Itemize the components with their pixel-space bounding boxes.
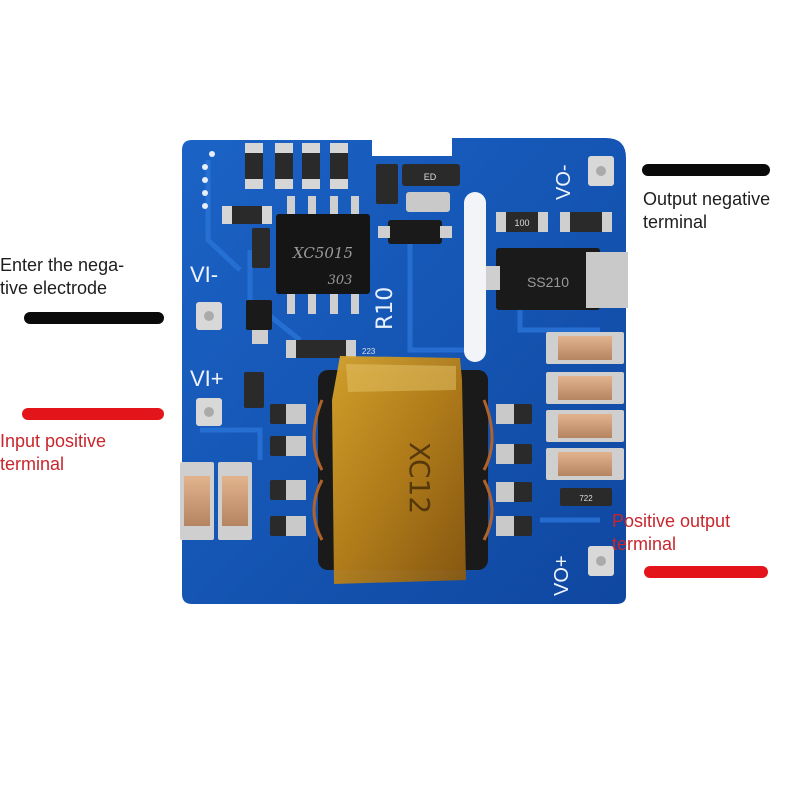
resistor-722-marking: 722 <box>579 494 593 503</box>
left-small-caps <box>244 372 306 536</box>
silkscreen-vi-minus: VI- <box>190 262 218 287</box>
output-negative-label: Output negative terminal <box>643 189 771 232</box>
silkscreen-vo-plus: VO+ <box>551 555 573 596</box>
vias <box>202 151 215 209</box>
input-negative-wire <box>24 312 164 324</box>
resistor-223 <box>286 340 356 358</box>
negative-input-label: Enter the nega- tive electrode <box>0 255 125 298</box>
positive-output-label: Positive output terminal <box>612 511 731 554</box>
output-negative-wire <box>642 164 770 176</box>
ic-marking-line2: 303 <box>328 273 353 288</box>
input-capacitors <box>180 462 252 540</box>
output-diode-area: 100 SS210 <box>486 212 628 310</box>
output-capacitors: 722 <box>546 332 624 506</box>
resistor-100-marking: 100 <box>514 218 529 228</box>
silkscreen-vo-minus: VO- <box>553 164 575 200</box>
top-center-parts: ED <box>376 164 460 244</box>
diode-marking: SS210 <box>527 274 569 290</box>
sot-transistor <box>246 228 272 344</box>
xc12-transformer: XC12 <box>312 356 494 584</box>
xc5015-ic: XC5015 303 <box>276 196 370 314</box>
board-slot <box>464 192 486 362</box>
ic-marking-line1: XC5015 <box>292 244 353 262</box>
ed-marking: ED <box>424 172 437 182</box>
input-positive-label: Input positive terminal <box>0 431 107 474</box>
silkscreen-r10: R10 <box>373 287 398 330</box>
transformer-pins-right <box>496 404 532 536</box>
input-positive-wire <box>22 408 164 420</box>
smd-resistor-row <box>222 143 348 224</box>
transformer-marking: XC12 <box>403 442 436 514</box>
output-positive-wire <box>644 566 768 578</box>
resistor-223-marking: 223 <box>362 347 376 356</box>
silkscreen-vi-plus: VI+ <box>190 366 224 391</box>
